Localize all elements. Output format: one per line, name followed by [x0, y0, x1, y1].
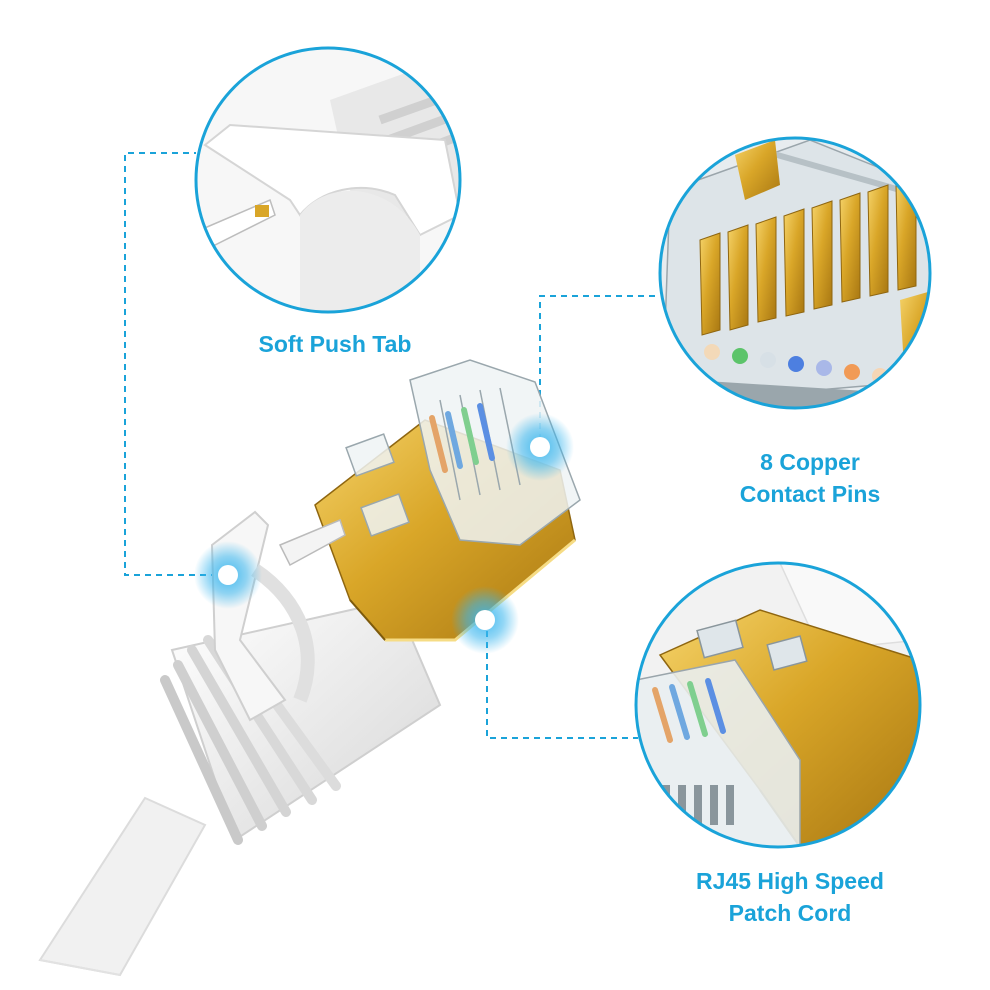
callout-label-push-tab: Soft Push Tab: [220, 328, 450, 360]
callout-line-tab: [124, 152, 228, 576]
callout-label-line: Patch Cord: [728, 900, 852, 926]
callout-label-line: RJ45 High Speed: [696, 868, 884, 894]
internal-wire: [278, 518, 346, 567]
flat-cable: [38, 796, 207, 977]
clear-plug-head: [345, 359, 581, 546]
zoom-push-tab: [194, 46, 462, 314]
callout-label-patch-cord: RJ45 High Speed Patch Cord: [660, 865, 920, 929]
callout-label-copper-pins: 8 Copper Contact Pins: [690, 446, 930, 510]
callout-line-pins: [539, 295, 660, 440]
marker-pins: [506, 413, 574, 481]
wire-hints: [429, 403, 495, 473]
zoom-patch-cord: [634, 561, 922, 849]
callout-label-line: Soft Push Tab: [258, 331, 412, 357]
callout-label-line: 8 Copper: [760, 449, 860, 475]
marker-tab: [194, 541, 262, 609]
marker-cord: [451, 586, 519, 654]
callout-lines: [124, 152, 660, 739]
callout-label-line: Contact Pins: [739, 481, 881, 507]
zoom-copper-pins: [658, 136, 932, 410]
